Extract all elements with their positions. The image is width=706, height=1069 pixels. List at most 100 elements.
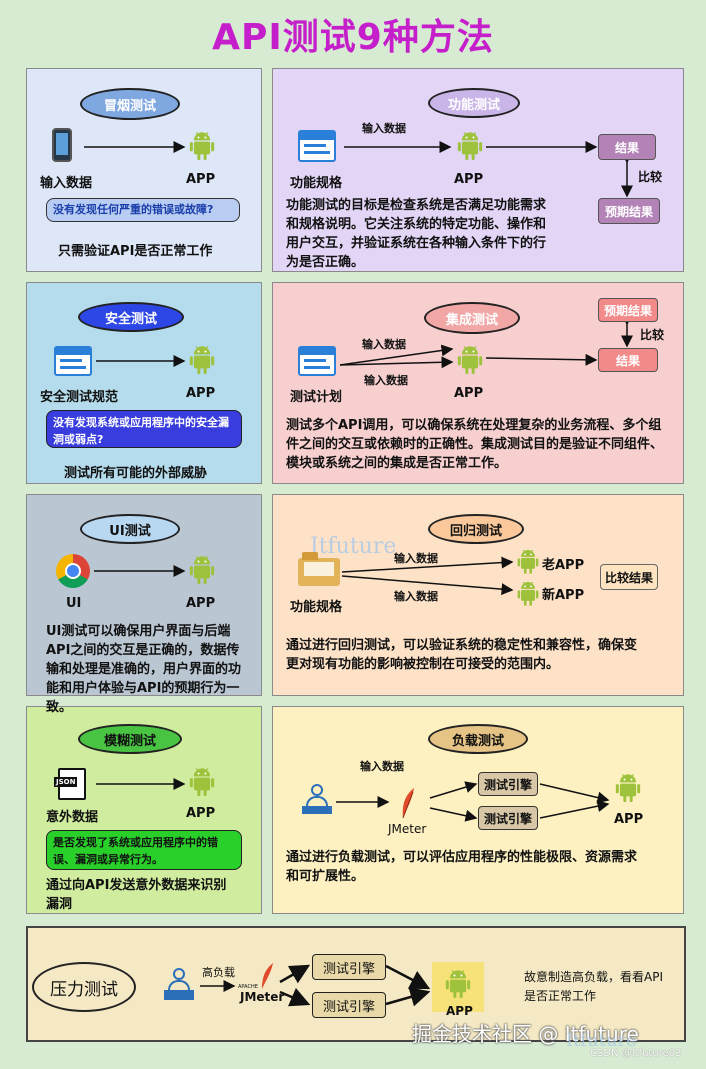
csdn-watermark: CSDN @Itfuture03 [590, 1048, 682, 1059]
load-engine2-label: 测试引擎 [483, 811, 532, 826]
integration-arrow-2 [339, 356, 454, 369]
security-desc: 测试所有可能的外部威胁 [64, 466, 208, 481]
jmeter-feather-icon [398, 786, 418, 820]
load-arrow-app2 [539, 800, 610, 819]
regression-new-android-icon [517, 581, 539, 606]
ui-cloud-label: UI测试 [109, 523, 151, 539]
fuzz-cloud: 模糊测试 [78, 724, 182, 754]
functional-spec-label: 功能规格 [290, 176, 343, 191]
integration-expected-label: 预期结果 [603, 303, 652, 318]
stress-tool-small-label: APACHE [238, 984, 258, 990]
integration-plan-label: 测试计划 [290, 390, 343, 405]
stress-jmeter-feather-svg [262, 963, 273, 989]
load-app-label: APP [614, 812, 644, 827]
regression-cloud-label: 回归测试 [449, 523, 502, 539]
load-arrow-e2 [429, 807, 478, 822]
folder-icon [298, 552, 340, 586]
regression-arrow1-label: 输入数据 [394, 552, 438, 565]
stress-cloud: 压力测试 [32, 962, 136, 1012]
functional-android-icon [457, 131, 483, 161]
regression-arrow2-label: 输入数据 [394, 590, 438, 603]
load-arrow-e1 [429, 781, 478, 799]
functional-expected-label: 预期结果 [604, 204, 653, 219]
integration-expected-box: 预期结果 [598, 298, 658, 322]
fuzz-input-label: 意外数据 [46, 810, 99, 825]
load-engine1-box: 测试引擎 [478, 772, 538, 796]
security-android-icon [189, 345, 215, 375]
integration-arrow-result [485, 353, 598, 366]
spec-icon [298, 130, 336, 162]
stress-arrow-label: 高负载 [202, 966, 235, 979]
page-title: API测试9种方法 [212, 17, 494, 58]
load-arrow-label: 输入数据 [360, 760, 404, 773]
fuzz-app-label: APP [186, 806, 216, 821]
regression-new-app-label: 新APP [542, 588, 585, 603]
fuzz-desc: 通过向API发送意外数据来识别漏洞 [46, 878, 227, 912]
security-spec-label: 安全测试规范 [40, 390, 119, 405]
regression-spec-label: 功能规格 [290, 600, 343, 615]
smoke-input-label: 输入数据 [40, 176, 93, 191]
faint-watermark: Itfuture [566, 1030, 637, 1051]
stress-tool-label: JMeter [240, 990, 285, 1004]
load-cloud-label: 负载测试 [451, 733, 504, 749]
functional-arrow-label: 输入数据 [362, 122, 406, 135]
regression-cloud: 回归测试 [428, 514, 524, 544]
regression-arrow-1 [341, 556, 514, 573]
integration-arrow2-label: 输入数据 [364, 374, 408, 387]
load-tool-label: JMeter [388, 822, 427, 836]
stress-app-label: APP [446, 1004, 473, 1018]
load-arrow-app1 [539, 783, 610, 804]
integration-arrow-1 [339, 344, 454, 366]
stress-desc: 故意制造高负载，看看API是否正常工作 [524, 970, 663, 1003]
ui-android-icon [189, 555, 215, 585]
regression-arrow-2 [341, 575, 514, 596]
integration-result-label: 结果 [615, 353, 640, 368]
smoke-app-label: APP [186, 172, 216, 187]
stress-user-laptop-icon [162, 966, 196, 1002]
load-cloud: 负载测试 [428, 724, 528, 754]
site-watermark: 掘金技术社区 @ Itfuture [412, 1022, 639, 1046]
security-app-label: APP [186, 386, 216, 401]
plan-icon [298, 346, 336, 376]
security-spec-icon [54, 346, 92, 376]
load-android-icon [615, 773, 641, 803]
functional-app-label: APP [454, 172, 484, 187]
load-desc: 通过进行负载测试，可以评估应用程序的性能极限、资源需求和可扩展性。 [286, 850, 638, 884]
functional-expected-box: 预期结果 [598, 198, 660, 224]
stress-cloud-label: 压力测试 [50, 979, 118, 1000]
regression-old-app-label: 老APP [542, 558, 585, 573]
functional-compare-label: 比较 [638, 170, 663, 184]
json-file-icon: JSON [54, 768, 86, 800]
fuzz-note: 是否发现了系统或应用程序中的错误、漏洞或异常行为。 [46, 830, 242, 870]
regression-compare-label: 比较结果 [604, 570, 653, 585]
json-icon-label: JSON [54, 777, 78, 787]
stress-jmeter-feather-icon [258, 962, 276, 990]
ui-label: UI [66, 596, 82, 611]
functional-cloud-label: 功能测试 [447, 97, 500, 113]
security-cloud-label: 安全测试 [104, 311, 157, 327]
stress-engine1-label: 测试引擎 [322, 961, 375, 977]
ui-cloud: UI测试 [80, 514, 180, 544]
security-cloud: 安全测试 [78, 302, 184, 332]
regression-desc: 通过进行回归测试，可以验证系统的稳定性和兼容性，确保变更对现有功能的影响被控制在… [286, 638, 638, 672]
functional-result-label: 结果 [614, 140, 639, 155]
security-note: 没有发现系统或应用程序中的安全漏洞或弱点? [46, 410, 242, 448]
integration-app-label: APP [454, 386, 484, 401]
fuzz-cloud-label: 模糊测试 [103, 733, 156, 749]
integration-cloud: 集成测试 [424, 302, 520, 334]
integration-result-box: 结果 [598, 348, 658, 372]
integration-arrow1-label: 输入数据 [362, 338, 406, 351]
integration-compare-label: 比较 [640, 328, 665, 342]
chrome-icon [56, 554, 90, 588]
functional-result-box: 结果 [598, 134, 656, 160]
regression-compare-box: 比较结果 [600, 564, 658, 590]
jmeter-feather-svg [402, 788, 414, 819]
functional-cloud: 功能测试 [428, 88, 520, 118]
stress-arrow-app2 [385, 987, 431, 1007]
fuzz-android-icon [189, 767, 215, 797]
stress-arrow-e2 [279, 987, 311, 1007]
functional-desc: 功能测试的目标是检查系统是否满足功能需求和规格说明。它关注系统的特定功能、操作和… [286, 198, 547, 270]
stress-engine2-label: 测试引擎 [322, 999, 375, 1015]
stress-engine2-box: 测试引擎 [312, 992, 386, 1018]
